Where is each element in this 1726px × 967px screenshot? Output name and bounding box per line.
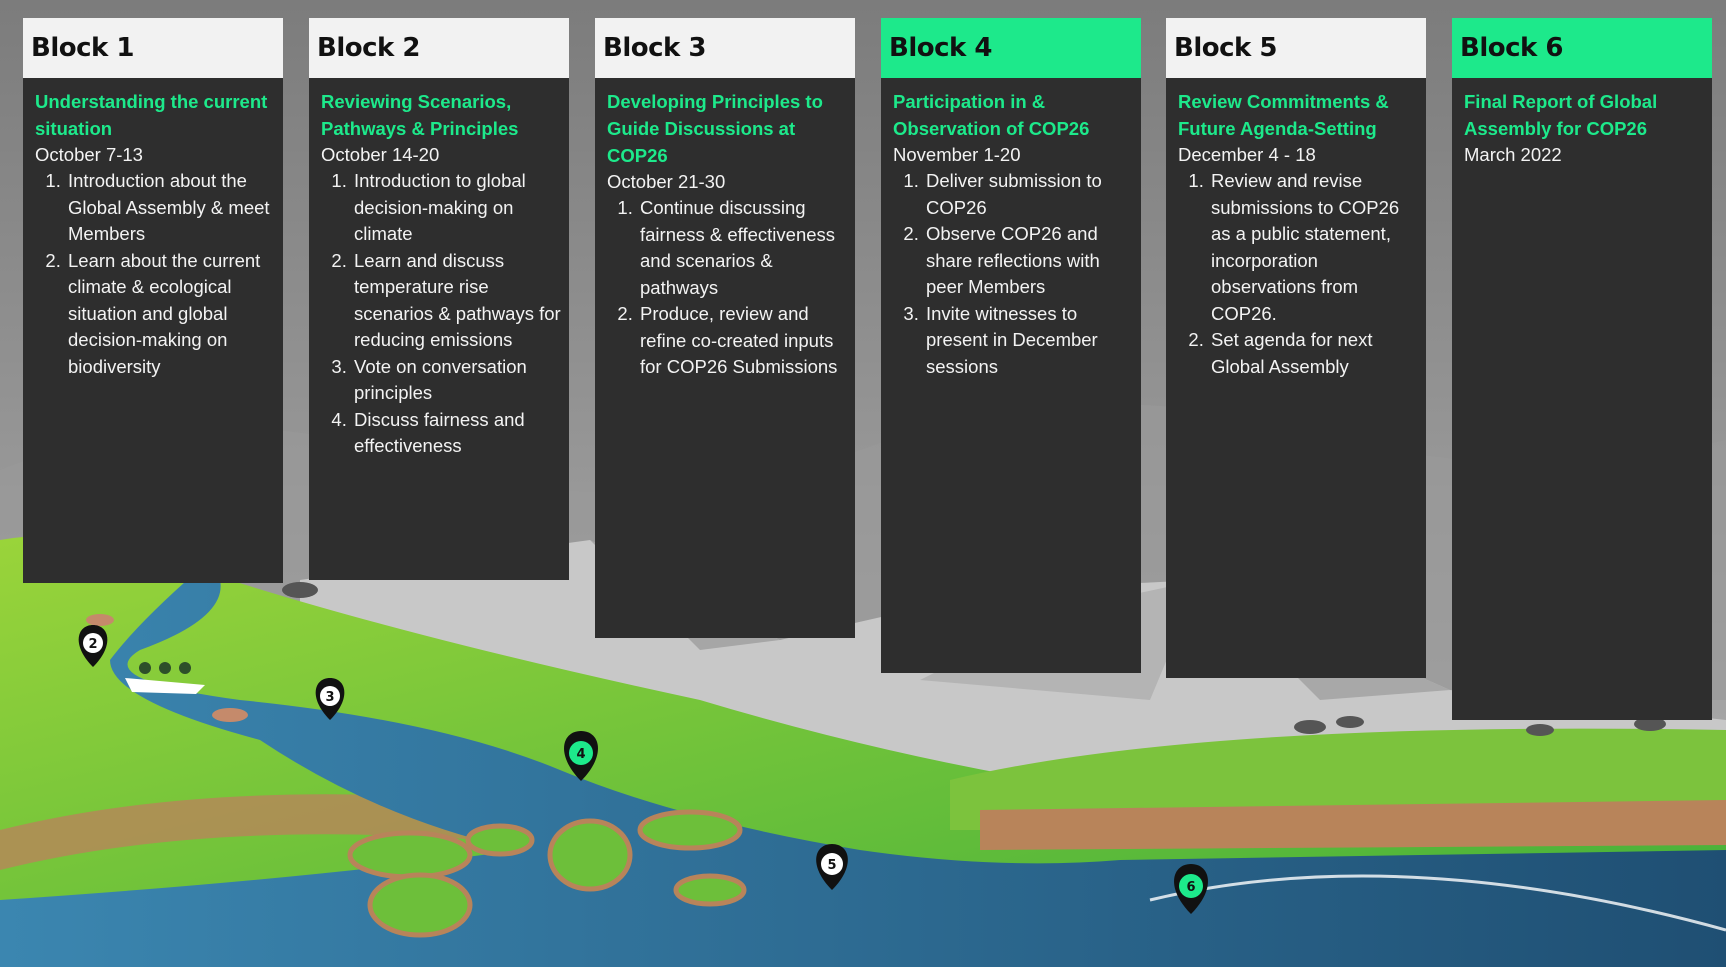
- list-item: Observe COP26 and share reflections with…: [924, 221, 1133, 301]
- block-4-header: Block 4: [881, 18, 1141, 78]
- boat: [125, 678, 205, 694]
- map-marker-2: 2: [78, 625, 108, 667]
- block-2-dates: October 14-20: [321, 144, 440, 165]
- block-3-dates: October 21-30: [607, 171, 726, 192]
- block-5-header: Block 5: [1166, 18, 1426, 78]
- list-item: Continue discussing fairness & effective…: [638, 195, 847, 301]
- block-3-list: Continue discussing fairness & effective…: [607, 195, 847, 381]
- block-1-list: Introduction about the Global Assembly &…: [35, 168, 275, 380]
- svg-text:3: 3: [325, 690, 334, 705]
- list-item: Review and revise submissions to COP26 a…: [1209, 168, 1418, 327]
- list-item: Invite witnesses to present in December …: [924, 301, 1133, 381]
- map-marker-3: 3: [315, 678, 345, 720]
- list-item: Produce, review and refine co-created in…: [638, 301, 847, 381]
- block-1-panel: Block 1 Understanding the current situat…: [23, 18, 283, 583]
- block-5-title: Review Commitments & Future Agenda-Setti…: [1178, 91, 1389, 139]
- svg-text:5: 5: [827, 858, 836, 873]
- list-item: Introduction to global decision-making o…: [352, 168, 561, 248]
- block-2-title: Reviewing Scenarios, Pathways & Principl…: [321, 91, 519, 139]
- block-6-dates: March 2022: [1464, 144, 1562, 165]
- list-item: Set agenda for next Global Assembly: [1209, 327, 1418, 380]
- block-1-title: Understanding the current situation: [35, 91, 268, 139]
- list-item: Discuss fairness and effectiveness: [352, 407, 561, 460]
- block-5-panel: Block 5 Review Commitments & Future Agen…: [1166, 18, 1426, 678]
- block-2-header: Block 2: [309, 18, 569, 78]
- list-item: Learn about the current climate & ecolog…: [66, 248, 275, 381]
- block-5-dates: December 4 - 18: [1178, 144, 1316, 165]
- svg-text:2: 2: [88, 637, 97, 652]
- block-3-header: Block 3: [595, 18, 855, 78]
- svg-text:6: 6: [1186, 880, 1195, 895]
- list-item: Introduction about the Global Assembly &…: [66, 168, 275, 248]
- block-3-panel: Block 3 Developing Principles to Guide D…: [595, 18, 855, 638]
- block-3-title: Developing Principles to Guide Discussio…: [607, 91, 823, 166]
- block-4-title: Participation in & Observation of COP26: [893, 91, 1090, 139]
- block-4-dates: November 1-20: [893, 144, 1021, 165]
- map-marker-4: 4: [564, 731, 598, 781]
- block-6-title: Final Report of Global Assembly for COP2…: [1464, 91, 1658, 139]
- block-2-list: Introduction to global decision-making o…: [321, 168, 561, 460]
- map-marker-5: 5: [816, 844, 848, 890]
- block-5-list: Review and revise submissions to COP26 a…: [1178, 168, 1418, 380]
- map-marker-6: 6: [1174, 864, 1208, 914]
- block-4-list: Deliver submission to COP26 Observe COP2…: [893, 168, 1133, 380]
- block-1-header: Block 1: [23, 18, 283, 78]
- list-item: Learn and discuss temperature rise scena…: [352, 248, 561, 354]
- svg-text:4: 4: [576, 747, 585, 762]
- block-6-panel: Block 6 Final Report of Global Assembly …: [1452, 18, 1712, 720]
- list-item: Vote on conversation principles: [352, 354, 561, 407]
- block-2-panel: Block 2 Reviewing Scenarios, Pathways & …: [309, 18, 569, 580]
- block-1-dates: October 7-13: [35, 144, 143, 165]
- block-6-header: Block 6: [1452, 18, 1712, 78]
- block-4-panel: Block 4 Participation in & Observation o…: [881, 18, 1141, 673]
- list-item: Deliver submission to COP26: [924, 168, 1133, 221]
